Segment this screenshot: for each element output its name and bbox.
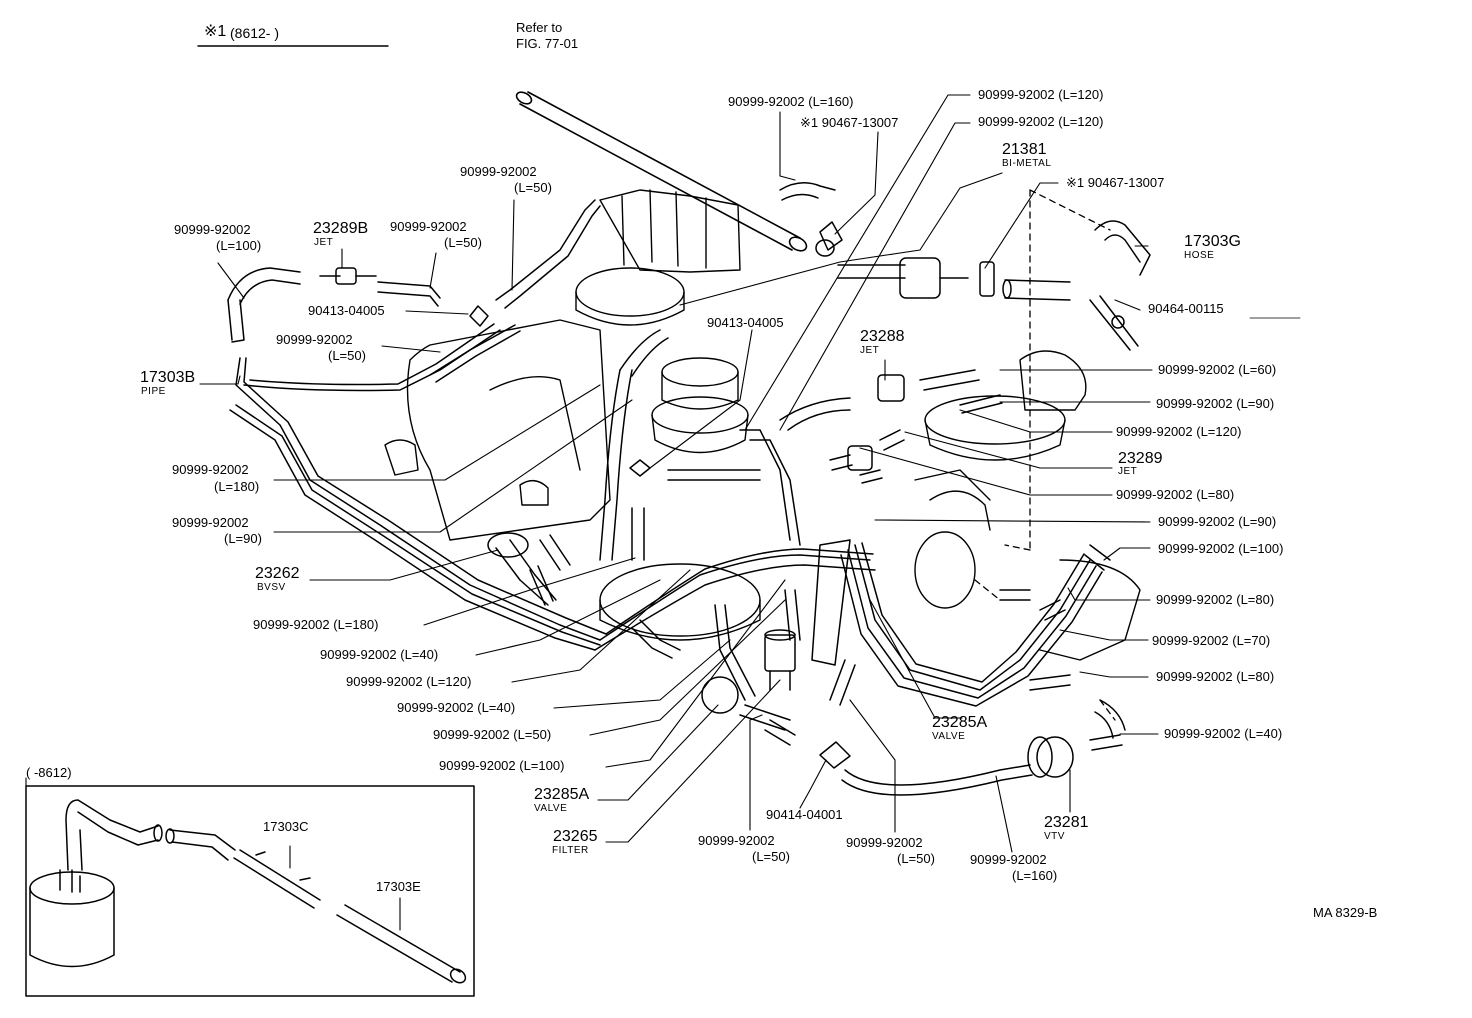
dashed-lines — [974, 189, 1116, 721]
label-hose-120-bottom: 90999-92002 (L=120) — [346, 674, 472, 689]
label-hose-50-b2-len: (L=50) — [897, 851, 935, 866]
hoses — [227, 199, 1126, 796]
label-hose-r-l120: 90999-92002 (L=120) — [1116, 424, 1242, 439]
label-filter-23265: 23265 — [553, 828, 598, 845]
label-jet-23288: 23288 — [860, 328, 905, 345]
label-clip-right: ※1 90467-13007 — [1066, 175, 1165, 190]
pipe-bundle-left — [229, 323, 876, 651]
leader-lines — [199, 94, 1301, 853]
label-bimetal-21381-sub: BI-METAL — [1002, 158, 1052, 169]
label-jet-23289b-sub: JET — [314, 237, 334, 248]
label-hose-50-b1: 90999-92002 — [698, 833, 775, 848]
label-hose-r-l80c: 90999-92002 (L=80) — [1156, 669, 1275, 684]
refer-line2: FIG. 77-01 — [516, 36, 579, 51]
label-hose-r-l100: 90999-92002 (L=100) — [1158, 541, 1284, 556]
bvsv-valve — [487, 532, 557, 606]
label-hose-40-bottom: 90999-92002 (L=40) — [320, 647, 439, 662]
inset-frame — [25, 777, 475, 997]
label-hose-50-a: 90999-92002 — [390, 219, 467, 234]
label-filter-23265-sub: FILTER — [552, 845, 589, 856]
label-hose-r-l40: 90999-92002 (L=40) — [1164, 726, 1283, 741]
inset-range: ( -8612) — [26, 765, 72, 780]
label-hose-120-top1: 90999-92002 (L=120) — [978, 87, 1104, 102]
label-tee-90413-center: 90413-04005 — [707, 315, 784, 330]
inset-part-17303e: 17303E — [376, 879, 421, 894]
main-vacuum-hose — [515, 91, 808, 252]
label-hose-160-b: 90999-92002 — [970, 852, 1047, 867]
label-clip-top: ※1 90467-13007 — [800, 115, 899, 130]
header-note-range: (8612- ) — [230, 25, 280, 41]
label-hose-r-l90a: 90999-92002 (L=90) — [1156, 396, 1275, 411]
label-hose-17303g-sub: HOSE — [1184, 250, 1215, 261]
carburetor-body — [384, 189, 1141, 661]
label-hose-160-b-len: (L=160) — [1012, 868, 1058, 883]
label-hose-50-b: 90999-92002 — [460, 164, 537, 179]
label-hose-50-c: 90999-92002 — [276, 332, 353, 347]
pipe-bundle-right — [840, 542, 1103, 707]
label-bimetal-21381: 21381 — [1002, 141, 1047, 158]
label-pipe-17303b-sub: PIPE — [141, 386, 166, 397]
label-hose-40-bottom2: 90999-92002 (L=40) — [397, 700, 516, 715]
label-hose-50-c-len: (L=50) — [328, 348, 366, 363]
label-hose-90-left-len: (L=90) — [224, 531, 262, 546]
label-jet-23289b: 23289B — [313, 220, 369, 237]
label-hose-r-l60: 90999-92002 (L=60) — [1158, 362, 1277, 377]
label-hose-50-a-len: (L=50) — [444, 235, 482, 250]
label-hose-50-b1-len: (L=50) — [752, 849, 790, 864]
label-hose-50-b2: 90999-92002 — [846, 835, 923, 850]
label-clamp-90464: 90464-00115 — [1148, 301, 1224, 316]
label-hose-topleft: 90999-92002 — [174, 222, 251, 237]
valve-right — [811, 539, 851, 666]
label-hose-100-bottom: 90999-92002 (L=100) — [439, 758, 565, 773]
refer-line1: Refer to — [516, 20, 563, 35]
label-hose-topleft-len: (L=100) — [216, 238, 262, 253]
label-vtv-23281-sub: VTV — [1044, 831, 1065, 842]
fittings — [469, 182, 1151, 778]
label-hose-r-l80a: 90999-92002 (L=80) — [1116, 487, 1235, 502]
label-hose-r-l70: 90999-92002 (L=70) — [1152, 633, 1271, 648]
label-valve-23285a-right: 23285A — [932, 714, 988, 731]
label-hose-160-top: 90999-92002 (L=160) — [728, 94, 854, 109]
label-hose-180-left-len: (L=180) — [214, 479, 260, 494]
label-hose-50-bottom: 90999-92002 (L=50) — [433, 727, 552, 742]
label-hose-90-left: 90999-92002 — [172, 515, 249, 530]
label-jet-23289-sub: JET — [1118, 466, 1138, 477]
label-tee-90413-left: 90413-04005 — [308, 303, 385, 318]
label-hose-180-left: 90999-92002 — [172, 462, 249, 477]
label-vtv-23281: 23281 — [1044, 814, 1089, 831]
label-bvsv-23262: 23262 — [255, 565, 300, 582]
label-valve-23285a-right-sub: VALVE — [932, 731, 966, 742]
label-hose-r-l90b: 90999-92002 (L=90) — [1158, 514, 1277, 529]
diagram-code: MA 8329-B — [1313, 905, 1378, 920]
label-valve-23285a-left-sub: VALVE — [534, 803, 568, 814]
label-pipe-17303b: 17303B — [140, 369, 196, 386]
label-jet-23289: 23289 — [1118, 450, 1163, 467]
label-hose-50-b-len: (L=50) — [514, 180, 552, 195]
label-hose-120-top2: 90999-92002 (L=120) — [978, 114, 1104, 129]
label-tee-90414: 90414-04001 — [766, 807, 843, 822]
inset-part-17303c: 17303C — [263, 819, 309, 834]
label-valve-23285a-left: 23285A — [534, 786, 590, 803]
filter — [764, 629, 796, 691]
label-hose-r-l80b: 90999-92002 (L=80) — [1156, 592, 1275, 607]
label-hose-180-bottom: 90999-92002 (L=180) — [253, 617, 379, 632]
header-note-mark: ※1 — [204, 23, 227, 40]
label-jet-23288-sub: JET — [860, 345, 880, 356]
label-hose-17303g: 17303G — [1184, 233, 1241, 250]
label-bvsv-23262-sub: BVSV — [257, 582, 286, 593]
